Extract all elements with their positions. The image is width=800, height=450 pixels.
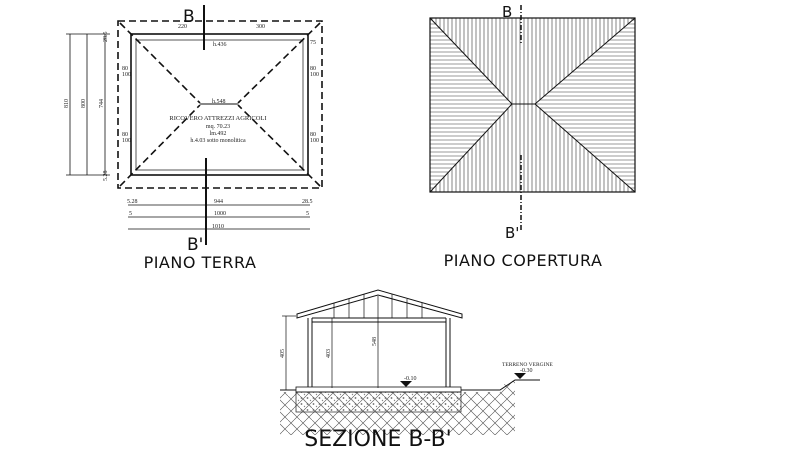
- roof-outline: [429, 17, 636, 193]
- window-dims: 80 100 80 100 80 100 80 100 220 300 75: [122, 24, 319, 144]
- ground-line-right: [461, 379, 540, 391]
- height-dimensions: [282, 296, 379, 390]
- hip-lines: [119, 22, 321, 187]
- room-perimeter: lm.492: [210, 131, 227, 137]
- roof-hips: [429, 17, 636, 193]
- svg-text:100: 100: [122, 138, 131, 144]
- svg-text:80: 80: [310, 66, 316, 72]
- hatch-ctop: [431, 18, 633, 104]
- svg-text:5.28: 5.28: [127, 199, 138, 205]
- svg-text:100: 100: [122, 72, 131, 78]
- walls: [307, 317, 451, 387]
- svg-text:220: 220: [178, 24, 187, 30]
- dim-405: 405: [280, 349, 286, 358]
- terrain-label: TERRENO VERGINE: [502, 362, 553, 368]
- svg-text:28.5: 28.5: [103, 32, 109, 43]
- terrain-level-marker-icon: [514, 373, 526, 379]
- section-mark-b: B: [183, 7, 195, 27]
- svg-text:80: 80: [122, 132, 128, 138]
- svg-text:5: 5: [306, 211, 309, 217]
- roof-plan: B B' PIANO COPERTURA: [429, 3, 636, 270]
- section-mark-b-prime: B': [505, 224, 519, 242]
- dim-944: 944: [214, 199, 223, 205]
- dim-548: 548: [372, 337, 378, 346]
- horizontal-dimensions: [128, 204, 310, 230]
- outer-wall: [130, 33, 309, 176]
- floor-level: -0.10: [404, 376, 417, 382]
- roof-outline-dashed: [117, 20, 323, 189]
- floor-slab: [295, 386, 462, 393]
- vertical-dimensions: [66, 33, 110, 176]
- dim-744: 744: [99, 99, 105, 108]
- dim-403: 403: [326, 349, 332, 358]
- ridge-height: h.548: [212, 99, 226, 105]
- level-marker-icon: [400, 381, 412, 387]
- dim-810: 810: [64, 99, 70, 108]
- svg-text:80: 80: [310, 132, 316, 138]
- svg-text:300: 300: [256, 24, 265, 30]
- room-area: mq. 70.23: [206, 124, 230, 130]
- svg-text:100: 100: [310, 72, 319, 78]
- roof-section: [296, 289, 463, 319]
- inner-wall: [135, 39, 304, 171]
- hatch-cright: [535, 19, 635, 189]
- section-b-b: 405 403 548 -0.10 TERRENO VERGINE -0.30 …: [280, 289, 553, 450]
- gravel-foundation: [295, 391, 462, 413]
- dim-800: 800: [81, 99, 87, 108]
- room-name: RICOVERO ATTREZZI AGRICOLI: [169, 115, 266, 122]
- svg-text:100: 100: [310, 138, 319, 144]
- svg-text:28.5: 28.5: [302, 199, 313, 205]
- ground-floor-title: PIANO TERRA: [144, 253, 257, 272]
- svg-text:5: 5: [129, 211, 132, 217]
- room-height: h.4.03 sotto monolitica: [190, 138, 246, 144]
- section-title: SEZIONE B-B': [304, 427, 451, 450]
- svg-text:5.28: 5.28: [103, 171, 109, 182]
- section-mark-b: B: [502, 3, 512, 21]
- dim-1010: 1010: [212, 224, 224, 230]
- roof-plan-title: PIANO COPERTURA: [444, 251, 603, 270]
- roof-trusses: [333, 294, 423, 318]
- dim-1000: 1000: [214, 211, 226, 217]
- svg-text:80: 80: [122, 66, 128, 72]
- eave-height: h.436: [213, 42, 227, 48]
- section-mark-b-prime: B': [187, 235, 203, 255]
- ground-floor-plan: B B' h.436 h.548 RICOVERO ATTREZZI AGRIC…: [64, 5, 323, 272]
- svg-text:75: 75: [310, 40, 316, 46]
- terrain-level: -0.30: [520, 368, 533, 374]
